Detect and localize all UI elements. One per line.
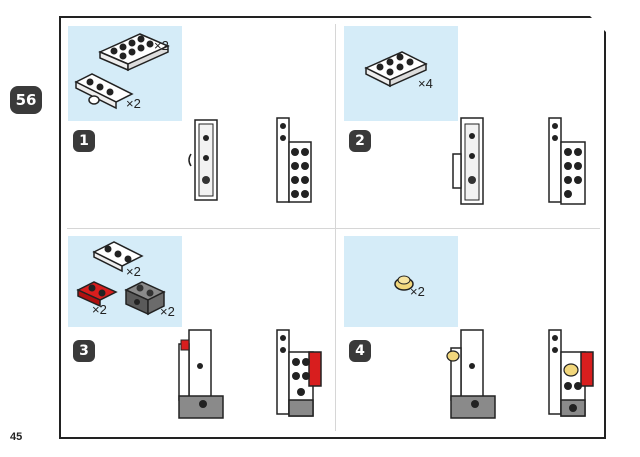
- parts-callout-step-2: ×4: [344, 26, 458, 121]
- parts-callout-step-3: ×2 ×2 ×2: [68, 236, 182, 327]
- step-number-badge: 1: [73, 130, 95, 152]
- corner-plate-piece: [92, 241, 144, 273]
- page-number: 45: [10, 431, 23, 443]
- step-4-model-side: [548, 329, 594, 417]
- part-qty: ×2: [92, 302, 107, 317]
- horizontal-divider: [67, 228, 600, 229]
- parts-callout-step-1: ×2 ×2: [68, 26, 182, 121]
- part-qty: ×2: [160, 304, 175, 319]
- part-qty: ×2: [126, 96, 141, 111]
- frame-corner: [590, 16, 606, 32]
- instruction-frame: ×2 ×2 1 ×4: [59, 16, 606, 439]
- gray-technic-brick-piece: [124, 281, 166, 316]
- page-badge: 56: [10, 86, 42, 114]
- plate-2x3-piece: [364, 51, 428, 88]
- plate-with-clip-piece: [74, 73, 134, 110]
- parts-callout-step-4: ×2: [344, 236, 458, 327]
- vertical-divider: [335, 24, 336, 431]
- part-qty: ×2: [126, 264, 141, 279]
- step-2-model-side: [548, 117, 586, 205]
- part-qty: ×2: [154, 38, 169, 53]
- step-number-badge: 2: [349, 130, 371, 152]
- yellow-round-plate-piece: [394, 275, 414, 291]
- step-1-model-side: [276, 117, 312, 203]
- step-4-model-front: [446, 329, 496, 419]
- step-number-badge: 4: [349, 340, 371, 362]
- step-2-model-front: [452, 117, 484, 205]
- part-qty: ×4: [418, 76, 433, 91]
- part-qty: ×2: [410, 284, 425, 299]
- plate-2x4-piece: [98, 33, 170, 72]
- step-number-badge: 3: [73, 340, 95, 362]
- step-3-model-front: [178, 329, 224, 419]
- step-3-model-side: [276, 329, 322, 417]
- step-1-model-front: [188, 119, 218, 201]
- red-plate-piece: [76, 281, 118, 308]
